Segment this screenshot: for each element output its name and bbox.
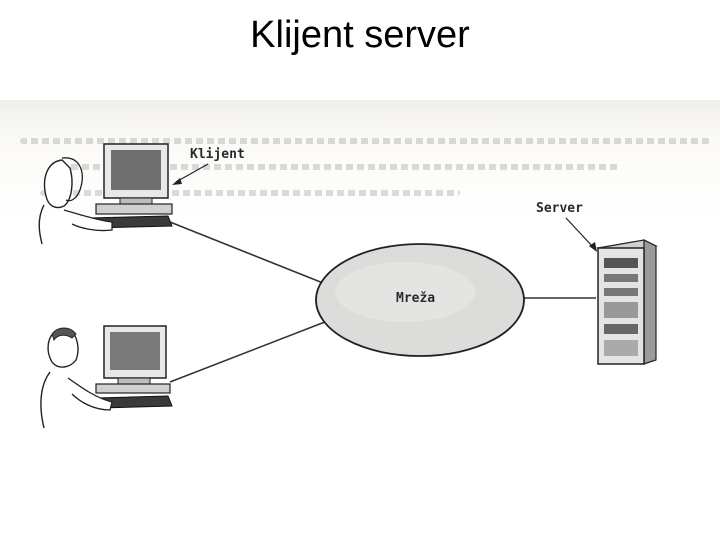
server-label: Server bbox=[536, 201, 583, 216]
client-label-arrow bbox=[175, 163, 209, 183]
slide-title: Klijent server bbox=[250, 14, 470, 56]
bleed-through-text bbox=[0, 108, 720, 218]
network-label: Mreža bbox=[396, 291, 435, 306]
network-ellipse bbox=[315, 243, 525, 357]
server-label-arrow bbox=[565, 217, 595, 249]
client-person-top bbox=[38, 157, 113, 245]
server-arrowhead bbox=[589, 242, 597, 252]
client-computer-top bbox=[87, 143, 173, 229]
connection-line-client-top bbox=[169, 221, 329, 286]
client-person-bottom bbox=[40, 327, 113, 429]
connection-line-client-bottom bbox=[169, 319, 331, 383]
client-label: Klijent bbox=[190, 147, 245, 162]
client-arrowhead bbox=[172, 178, 182, 185]
server-tower bbox=[596, 239, 658, 365]
client-computer-bottom bbox=[95, 325, 173, 409]
